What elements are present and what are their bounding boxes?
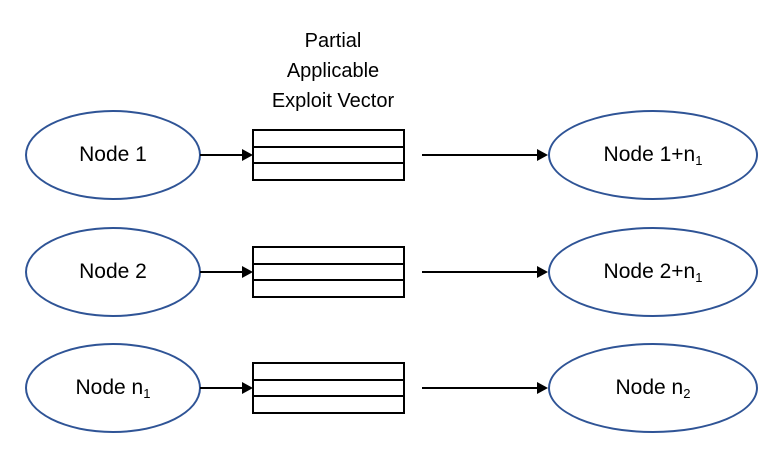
exploit-vector-box[interactable] <box>252 246 405 298</box>
arrow-head <box>537 382 548 394</box>
source-node-subscript: 1 <box>143 386 151 401</box>
arrow-vector-to-target-icon <box>422 382 548 394</box>
vector-title: Partial Applicable Exploit Vector <box>233 26 433 116</box>
target-node-label: Node n2 <box>615 376 691 401</box>
arrow-head <box>537 266 548 278</box>
arrow-shaft <box>422 271 539 273</box>
target-node-subscript: 1 <box>695 153 703 168</box>
arrow-head <box>242 266 253 278</box>
target-node[interactable]: Node n2 <box>548 343 758 433</box>
target-node-subscript: 1 <box>695 270 703 285</box>
arrow-source-to-vector-icon <box>200 149 253 161</box>
source-node-base: Node n <box>75 376 144 399</box>
vector-cell <box>254 364 403 381</box>
arrow-shaft <box>422 154 539 156</box>
exploit-vector-box[interactable] <box>252 129 405 181</box>
source-node-label: Node 2 <box>79 260 147 284</box>
target-node-label: Node 1+n1 <box>603 143 703 168</box>
source-node-label: Node n1 <box>75 376 151 401</box>
vector-title-line-1: Partial <box>304 30 362 52</box>
arrow-head <box>242 382 253 394</box>
vector-cell <box>254 265 403 282</box>
source-node-base: Node 1 <box>79 143 147 166</box>
exploit-vector-box[interactable] <box>252 362 405 414</box>
arrow-vector-to-target-icon <box>422 149 548 161</box>
vector-cell <box>254 248 403 265</box>
arrow-shaft <box>200 154 244 156</box>
arrow-source-to-vector-icon <box>200 266 253 278</box>
diagram-row: Node 1 Node 1+n1 <box>0 95 779 215</box>
vector-cell <box>254 148 403 165</box>
source-node[interactable]: Node n1 <box>25 343 201 433</box>
target-node-base: Node n <box>615 376 684 399</box>
arrow-shaft <box>200 271 244 273</box>
arrow-shaft <box>422 387 539 389</box>
vector-title-line-2: Applicable <box>286 60 380 82</box>
arrow-head <box>242 149 253 161</box>
vector-cell <box>254 131 403 148</box>
source-node[interactable]: Node 2 <box>25 227 201 317</box>
source-node[interactable]: Node 1 <box>25 110 201 200</box>
source-node-base: Node 2 <box>79 260 147 283</box>
target-node-subscript: 2 <box>683 386 691 401</box>
vector-title-line-3: Exploit Vector <box>271 90 395 112</box>
arrow-source-to-vector-icon <box>200 382 253 394</box>
target-node[interactable]: Node 1+n1 <box>548 110 758 200</box>
target-node-label: Node 2+n1 <box>603 260 703 285</box>
vector-cell <box>254 281 403 296</box>
target-node-base: Node 1+n <box>603 143 696 166</box>
vector-cell <box>254 397 403 412</box>
vector-cell <box>254 381 403 398</box>
arrow-vector-to-target-icon <box>422 266 548 278</box>
diagram-row: Node n1 Node n2 <box>0 328 779 448</box>
vector-cell <box>254 164 403 179</box>
diagram-row: Node 2 Node 2+n1 <box>0 212 779 332</box>
arrow-shaft <box>200 387 244 389</box>
source-node-label: Node 1 <box>79 143 147 167</box>
target-node-base: Node 2+n <box>603 260 696 283</box>
arrow-head <box>537 149 548 161</box>
target-node[interactable]: Node 2+n1 <box>548 227 758 317</box>
